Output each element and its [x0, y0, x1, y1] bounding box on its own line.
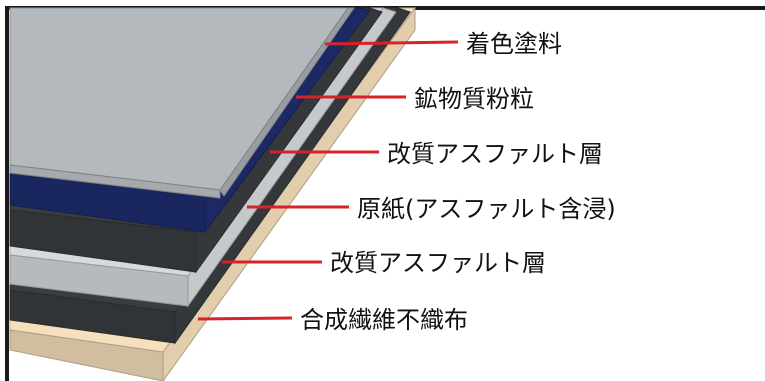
label-modified-asphalt-upper: 改質アスファルト層: [387, 140, 603, 168]
label-mineral-granules: 鉱物質粉粒: [414, 85, 534, 113]
leader-color-coating: [324, 40, 459, 46]
label-modified-asphalt-lower: 改質アスファルト層: [330, 249, 546, 277]
leader-lines: [197, 40, 459, 321]
leader-nonwoven-fabric: [197, 316, 293, 321]
label-color-coating: 着色塗料: [466, 30, 562, 58]
label-nonwoven-fabric: 合成繊維不織布: [300, 306, 468, 334]
layer-color-coating: [9, 7, 355, 199]
label-base-paper: 原紙(アスファルト含浸): [357, 195, 616, 223]
